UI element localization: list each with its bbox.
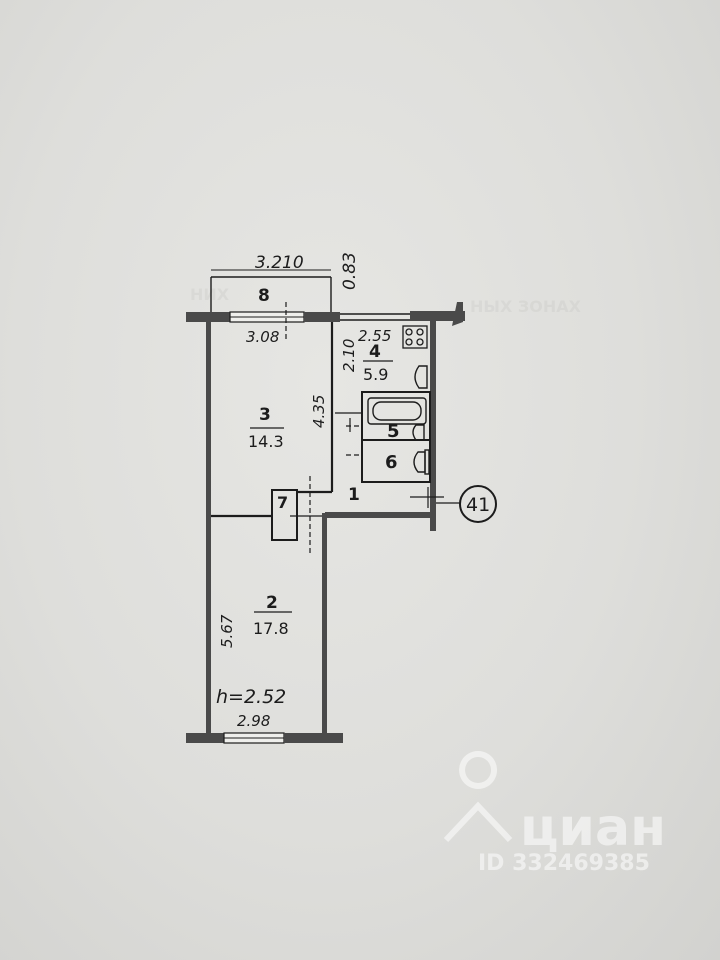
washbasin-icon bbox=[412, 424, 425, 441]
room-8-number: 8 bbox=[258, 286, 270, 306]
svg-text:НЫХ ЗОНАХ: НЫХ ЗОНАХ bbox=[470, 297, 582, 316]
exterior-walls bbox=[206, 321, 436, 736]
room-3-area: 14.3 bbox=[248, 432, 284, 451]
cian-logo bbox=[443, 751, 513, 843]
room-7-number: 7 bbox=[277, 493, 288, 512]
room-2-number: 2 bbox=[266, 593, 278, 613]
toilet-icon bbox=[413, 449, 430, 475]
bathtub-icon bbox=[367, 397, 427, 425]
watermark-brand: циан bbox=[520, 798, 666, 858]
room-4-area: 5.9 bbox=[363, 365, 388, 384]
kitchen-sink-icon bbox=[414, 365, 428, 389]
show-through-text: НИХ НЫХ ЗОНАХ bbox=[190, 285, 582, 316]
watermark-listing-id: ID 332469385 bbox=[478, 851, 650, 876]
room-5-number: 5 bbox=[387, 421, 400, 442]
kitchen-width-dimension: 2.55 bbox=[358, 327, 391, 345]
balcony-depth-label: 0.83 bbox=[340, 252, 360, 290]
room-6-number: 6 bbox=[385, 452, 398, 473]
area-underlines bbox=[250, 360, 393, 613]
closet-7 bbox=[271, 489, 322, 541]
room-2-length-dimension: 5.67 bbox=[218, 614, 236, 648]
room-3-length-dimension: 4.35 bbox=[310, 395, 328, 428]
room-1-number: 1 bbox=[348, 485, 360, 505]
room-4-number: 4 bbox=[369, 342, 381, 362]
room-3-number: 3 bbox=[259, 405, 271, 425]
axis-bubble bbox=[459, 485, 497, 523]
top-wall bbox=[186, 302, 465, 340]
ceiling-height-label: h=2.52 bbox=[216, 686, 286, 708]
room-3-width-dimension: 3.08 bbox=[246, 328, 279, 346]
room-2-width-dimension: 2.98 bbox=[237, 712, 270, 730]
room-2-area: 17.8 bbox=[253, 619, 289, 638]
bottom-wall bbox=[186, 732, 343, 744]
door-markers bbox=[300, 418, 362, 555]
kitchen-length-dimension: 2.10 bbox=[340, 339, 358, 372]
balcony-outline bbox=[210, 276, 332, 312]
overall-width-label: 3.210 bbox=[255, 253, 304, 273]
svg-text:НИХ: НИХ bbox=[190, 285, 230, 304]
building-axis-label: 41 bbox=[466, 494, 490, 516]
stove-icon bbox=[402, 325, 428, 349]
riser-marker bbox=[410, 487, 444, 508]
